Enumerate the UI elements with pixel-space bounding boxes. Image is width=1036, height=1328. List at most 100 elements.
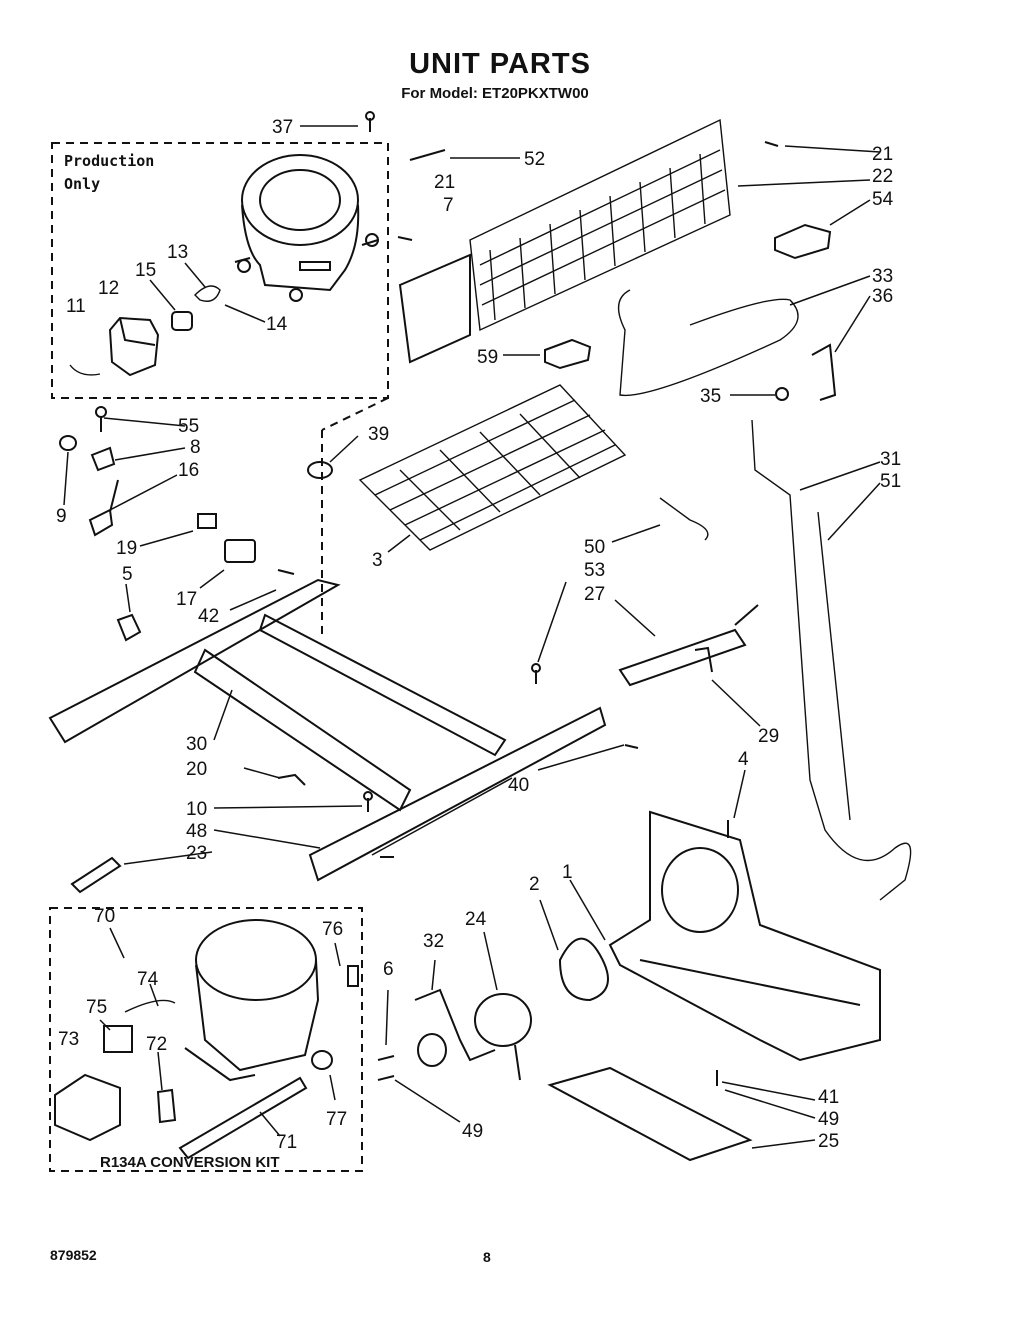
callout-35: 35	[700, 386, 721, 407]
callout-12: 12	[98, 278, 119, 299]
compressor-production	[234, 154, 379, 302]
drain-pan-25	[547, 1066, 753, 1162]
callout-55: 55	[178, 416, 199, 437]
callout-14: 14	[266, 314, 288, 335]
grommet-35	[775, 387, 789, 401]
callout-16: 16	[178, 460, 199, 481]
callout-21-right: 21	[872, 144, 893, 165]
callout-73: 73	[58, 1029, 79, 1050]
clip-20	[277, 773, 306, 786]
callout-15: 15	[135, 260, 156, 281]
production-only-box	[51, 142, 389, 399]
callout-50: 50	[584, 537, 605, 558]
bracket-7	[398, 253, 471, 364]
clip-5	[116, 613, 142, 642]
screw-40	[624, 744, 639, 749]
callout-30: 30	[186, 734, 207, 755]
screw-21-left	[397, 236, 413, 241]
drain-tube-33	[617, 289, 799, 397]
callout-24: 24	[465, 909, 487, 930]
front-rail	[48, 578, 341, 744]
screw-49	[377, 1055, 395, 1081]
cover-54	[774, 223, 832, 260]
screw-55	[95, 406, 107, 432]
cap-19	[197, 513, 217, 529]
callout-labels: 37 52 21 22 21 7 54 33 36 35 59 13 15 12…	[56, 117, 901, 1153]
leader-arrows	[63, 125, 881, 1149]
callout-10: 10	[186, 799, 207, 820]
callout-3: 3	[372, 550, 383, 571]
callout-51: 51	[880, 471, 901, 492]
callout-21-left: 21	[434, 172, 455, 193]
filter-23	[70, 856, 122, 894]
callout-76: 76	[322, 919, 343, 940]
callout-49-left: 49	[462, 1121, 483, 1142]
callout-11: 11	[66, 296, 86, 317]
callout-32: 32	[423, 931, 444, 952]
bracket-32	[414, 988, 496, 1062]
callout-9: 9	[56, 506, 67, 527]
callout-53: 53	[584, 560, 605, 581]
callout-22: 22	[872, 166, 893, 187]
production-label-line2: Only	[64, 175, 101, 193]
screw-21-right	[764, 141, 779, 147]
wire-13	[194, 285, 221, 302]
grommet-39	[307, 461, 333, 479]
clip-15	[171, 311, 193, 331]
screw-53	[531, 663, 541, 684]
callout-42: 42	[198, 606, 219, 627]
tube-31	[751, 419, 912, 901]
conversion-kit-box	[49, 907, 363, 1172]
callout-13: 13	[167, 242, 188, 263]
callout-71: 71	[276, 1132, 297, 1153]
document-number: 879852	[50, 1247, 97, 1263]
callout-72: 72	[146, 1034, 167, 1055]
grommet-77	[311, 1050, 333, 1070]
plug-9	[59, 435, 77, 451]
clip-72	[156, 1088, 177, 1124]
callout-36: 36	[872, 286, 893, 307]
evaporator-coil	[358, 384, 627, 551]
callout-49-right: 49	[818, 1109, 839, 1130]
wire-74	[124, 999, 176, 1013]
callout-19: 19	[116, 538, 137, 559]
clip-50	[659, 497, 709, 541]
callout-2: 2	[529, 874, 540, 895]
callout-37: 37	[272, 117, 293, 138]
drier-71	[178, 1076, 308, 1160]
callout-27: 27	[584, 584, 605, 605]
callout-25: 25	[818, 1131, 839, 1152]
callout-17: 17	[176, 589, 197, 610]
callout-40: 40	[508, 775, 529, 796]
drier-27	[618, 604, 759, 687]
screw-10	[363, 791, 373, 812]
callout-1: 1	[562, 862, 573, 883]
callout-5: 5	[122, 564, 133, 585]
cover-59	[544, 338, 592, 370]
callout-6: 6	[383, 959, 394, 980]
callout-59: 59	[477, 347, 498, 368]
sleeve-76	[347, 965, 359, 987]
callout-4: 4	[738, 749, 749, 770]
condenser-coil	[469, 118, 731, 332]
callout-20: 20	[186, 759, 207, 780]
mount-guide-diag	[321, 397, 389, 431]
heater-52	[409, 149, 446, 161]
callout-75: 75	[86, 997, 107, 1018]
fan-motor-24	[474, 993, 532, 1081]
relay-75	[103, 1025, 133, 1053]
callout-7: 7	[443, 195, 454, 216]
production-only-label: Production Only	[64, 150, 154, 196]
base-plate	[608, 810, 881, 1062]
callout-23: 23	[186, 843, 207, 864]
callout-8: 8	[190, 437, 201, 458]
grommet-6	[417, 1033, 447, 1067]
callout-33: 33	[872, 266, 893, 287]
screw-42	[277, 569, 295, 575]
callout-70: 70	[94, 906, 115, 927]
callout-48: 48	[186, 821, 207, 842]
callout-77: 77	[326, 1109, 347, 1130]
callout-52: 52	[524, 149, 545, 170]
screw-37	[365, 111, 375, 132]
